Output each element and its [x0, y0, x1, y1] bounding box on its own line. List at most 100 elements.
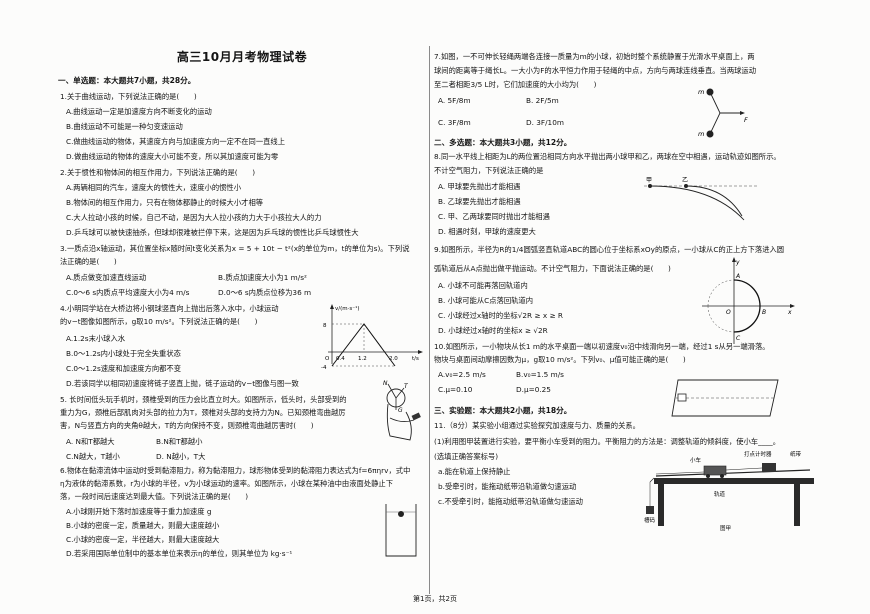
- option-2a: A.两辆相同的汽车，速度大的惯性大，速度小的惯性小: [66, 183, 242, 192]
- phone-user-figure: N T G: [383, 380, 421, 441]
- option-8d: D. 相遇时刻，甲球的速度更大: [438, 227, 536, 236]
- circular-track-figure: y x A B C O: [702, 257, 795, 344]
- option-4d: D.若该同学以相同初速度将链子竖直上抛，链子运动的v−t图像与图一致: [66, 379, 299, 388]
- axis-y: y: [735, 259, 740, 266]
- option-10d: D.μ=0.25: [516, 385, 551, 394]
- section-experiment: 三、实验题：本大题共2小题，共18分。: [434, 406, 572, 415]
- label-tape: 纸带: [790, 450, 802, 458]
- option-3b: B.质点加速度大小为1 m/s²: [218, 273, 307, 282]
- label-g: G: [398, 407, 403, 414]
- option-8c: C. 甲、乙两球要同时抛出才能相遇: [438, 212, 550, 221]
- option-3d: D.0～6 s内质点位移为36 m: [218, 288, 312, 297]
- question-6-cont1: η为液体的黏滞系数，r为小球的半径，v为小球运动的速率。如图所示，小球在某种油中…: [60, 479, 394, 488]
- point-a: A: [735, 273, 740, 280]
- label-n: N: [383, 380, 388, 387]
- axis-x: x: [787, 309, 792, 316]
- vt-x2: 1.2: [358, 356, 367, 362]
- question-2: 2.关于惯性和物体间的相互作用力，下列说法正确的是( ): [60, 168, 256, 177]
- question-7: 7.如图，一不可伸长轻绳两端各连接一质量为m的小球，初始时整个系统静置于光滑水平…: [434, 52, 755, 61]
- option-2b: B.物体间的相互作用力，只有在物体都静止的时候大小才相等: [66, 198, 264, 207]
- label-yi: 乙: [682, 177, 688, 184]
- question-11-hint: (选填正确答案标号): [434, 452, 499, 461]
- projectile-figure: 甲 乙: [644, 177, 758, 221]
- option-4a: A.1.2s末小球入水: [66, 334, 126, 343]
- option-7a: A. 5F/8m: [438, 96, 471, 105]
- section-single-choice: 一、单选题：本大题共7小题，共28分。: [58, 76, 196, 85]
- option-2c: C.大人拉动小孩的时候，自己不动，是因为大人拉小孩的力大于小孩拉大人的力: [66, 213, 322, 222]
- option-1b: B.曲线运动不可能是一种匀变速运动: [66, 122, 183, 131]
- option-2d: D.乒乓球可以被快速抽杀，但球却很难被拦停下来，这是因为乒乓球的惯性比乒乓球惯性…: [66, 228, 359, 237]
- option-6a: A.小球刚开始下落时加速度等于重力加速度 g: [66, 507, 212, 516]
- label-track: 轨道: [714, 490, 726, 498]
- question-6-cont2: 落，一段时间后速度达到最大值。下列说法正确的是( ): [60, 492, 249, 501]
- figure-caption: 图甲: [720, 524, 731, 532]
- question-6: 6.物体在黏滞流体中运动时受到黏滞阻力，称为黏滞阻力，球形物体受到的黏滞阻力表达…: [60, 466, 411, 475]
- vt-graph-figure: v/(m·s⁻¹) 8 -4 O 0.4 1.2 2.0 t/s: [321, 304, 423, 371]
- table-block-figure: [671, 379, 779, 417]
- question-8: 8.同一水平线上相距为L的两位置沿相同方向水平抛出两小球甲和乙，两球在空中相遇，…: [434, 152, 781, 161]
- origin-o: O: [726, 309, 731, 316]
- column-divider: [429, 46, 430, 594]
- point-b: B: [762, 309, 766, 316]
- option-3c: C.0～6 s内质点平均速度大小为4 m/s: [66, 288, 190, 297]
- vt-x3: 2.0: [389, 356, 398, 362]
- vt-y-bottom: -4: [321, 365, 327, 371]
- question-3-cont: 法正确的是( ): [60, 257, 117, 266]
- lab-apparatus-figure: 打点计时器 纸带 小车 轨道 槽码 图甲: [644, 450, 814, 532]
- option-7c: C. 3F/8m: [438, 118, 471, 127]
- option-10c: C.μ=0.10: [438, 385, 473, 394]
- option-9c: C. 小球经过x轴时的坐标√2R ≥ x ≥ R: [438, 311, 563, 320]
- question-5: 5. 长时间低头玩手机时，颈椎受到的压力会比直立时大。如图所示，低头时，头部受到…: [60, 395, 347, 404]
- question-1: 1.关于曲线运动，下列说法正确的是( ): [60, 92, 197, 101]
- vt-xlabel: t/s: [412, 356, 419, 362]
- option-5a: A. N和T都越大: [66, 437, 115, 446]
- vt-ylabel: v/(m·s⁻¹): [335, 305, 359, 312]
- section-multi-choice: 二、多选题：本大题共3小题，共12分。: [434, 138, 572, 147]
- option-1a: A.曲线运动一定是加速度方向不断变化的运动: [66, 107, 212, 116]
- question-10: 10.如图所示，一小物块从长1 m的水平桌面一端以初速度v₀沿中线滑向另一端，经…: [434, 342, 770, 351]
- question-9-cont: 弧轨道后从A点抛出做平抛运动。不计空气阻力，下面说法正确的是( ): [434, 264, 671, 273]
- question-5-cont2: 害，N与竖直方向的夹角θ越大，T的方向保持不变，则颈椎弯曲越厉害时( ): [60, 421, 314, 430]
- option-1c: C.做曲线运动的物体，其速度方向与加速度方向一定不在同一直线上: [66, 137, 286, 146]
- option-6d: D.若采用国际单位制中的基本单位来表示η的单位，则其单位为 kg·s⁻¹: [66, 549, 293, 558]
- label-cart: 小车: [690, 456, 702, 464]
- option-8b: B. 乙球要先抛出才能相遇: [438, 197, 521, 206]
- question-8-cont: 不计空气阻力，下列说法正确的是: [434, 166, 544, 175]
- label-jia: 甲: [646, 177, 652, 184]
- option-7d: D. 3F/10m: [526, 118, 564, 127]
- option-11b: b.受牵引时，能拖动纸带沿轨道做匀速运动: [438, 482, 577, 491]
- option-5d: D. N越小，T大: [156, 452, 206, 461]
- option-7b: B. 2F/5m: [526, 96, 559, 105]
- label-t: T: [404, 383, 409, 390]
- vt-x1: 0.4: [336, 356, 345, 362]
- label-f: F: [744, 116, 748, 124]
- question-7-cont2: 至二者相距3/5 L时，它们加速度的大小均为( ): [434, 80, 597, 89]
- option-8a: A. 甲球要先抛出才能相遇: [438, 182, 521, 191]
- two-balls-figure: m m F: [698, 88, 748, 138]
- vt-origin: O: [325, 356, 330, 362]
- option-10b: B.v₀=1.5 m/s: [516, 370, 564, 379]
- option-9b: B. 小球可能从C点落回轨道内: [438, 296, 534, 305]
- option-4b: B.0～1.2s内小球处于完全失重状态: [66, 349, 181, 358]
- option-3a: A.质点做变加速直线运动: [66, 273, 147, 282]
- exam-title: 高三10月月考物理试卷: [176, 50, 308, 64]
- option-5b: B.N和T都越小: [156, 437, 203, 446]
- option-4c: C.0～1.2s速度和加速度方向都不变: [66, 364, 182, 373]
- option-6c: C.小球的密度一定，半径越大，则最大速度越大: [66, 535, 220, 544]
- vt-y-top: 8: [323, 323, 327, 329]
- option-9a: A. 小球不可能再落回轨道内: [438, 281, 528, 290]
- option-5c: C.N越大，T越小: [66, 452, 120, 461]
- oil-cup-figure: [385, 504, 417, 557]
- option-11c: c.不受牵引时，能拖动纸带沿轨道做匀速运动: [438, 497, 583, 506]
- question-11-part1: (1)利用图甲装置进行实验，要平衡小车受到的阻力。平衡阻力的方法是：调整轨道的倾…: [434, 437, 780, 446]
- label-m-top: m: [698, 88, 704, 96]
- question-4: 4.小明同学站在大桥边将小钢球竖直向上抛出后落入水中，小球运动: [60, 304, 279, 313]
- question-7-cont1: 球间的距离等于绳长L。一大小为F的水平恒力作用于轻绳的中点，方向与两球连线垂直。…: [434, 66, 757, 75]
- label-timer: 打点计时器: [744, 450, 772, 458]
- option-11a: a.能在轨道上保持静止: [438, 467, 511, 476]
- option-10a: A.v₀=2.5 m/s: [438, 370, 486, 379]
- label-weights: 槽码: [644, 516, 656, 524]
- question-11: 11.（8分）某实验小组通过实验探究加速度与力、质量的关系。: [434, 421, 640, 430]
- option-9d: D. 小球经过x轴时的坐标x ≥ √2R: [438, 326, 548, 335]
